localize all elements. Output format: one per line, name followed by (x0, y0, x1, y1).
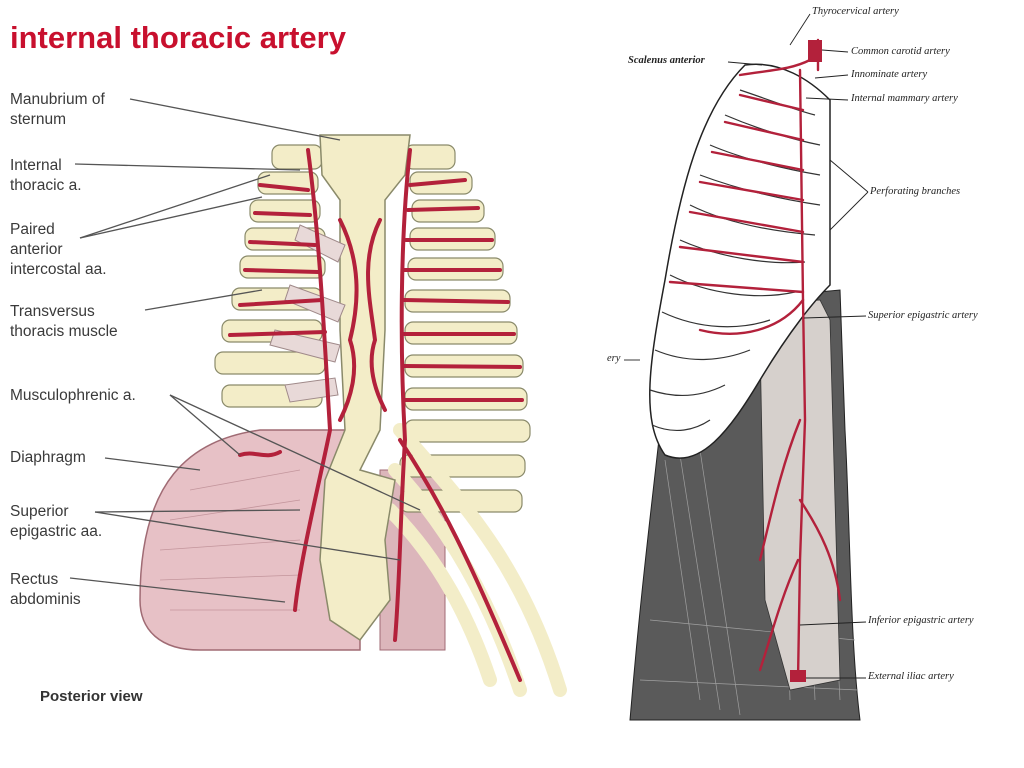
label-innominate-artery: Innominate artery (851, 69, 928, 80)
transversus-thoracis-slips (269, 224, 346, 403)
label-musculophrenic-a: Musculophrenic a. (10, 387, 136, 404)
label-superior-epigastric-aa: Superior epigastric aa. (10, 503, 103, 540)
label-internal-mammary-artery: Internal mammary artery (851, 93, 958, 104)
label-scalenus-anterior: Scalenus anterior (628, 55, 705, 66)
label-rectus-abdominis: Rectus abdominis (10, 571, 81, 608)
label-external-iliac-artery: External iliac artery (868, 671, 954, 682)
left-arteries (228, 148, 524, 682)
label-perforating-branches: Perforating branches (870, 186, 961, 197)
right-leader-lines (624, 13, 869, 679)
right-vessel-stumps (790, 40, 822, 682)
label-inferior-epigastric-artery: Inferior epigastric artery (868, 615, 974, 626)
label-internal-thoracic-a: Internal thoracic a. (10, 157, 82, 194)
label-common-carotid-artery: Common carotid artery (851, 46, 950, 57)
label-thyrocervical-artery: Thyrocervical artery (812, 6, 899, 17)
right-illustration (624, 13, 869, 721)
right-arteries (668, 38, 842, 682)
label-superior-epigastric-artery: Superior epigastric artery (868, 310, 978, 321)
label-diaphragm: Diaphragm (10, 449, 86, 466)
posterior-view-caption: Posterior view (40, 688, 143, 705)
label-paired-anterior-intercostal: Paired anterior intercostal aa. (10, 221, 107, 278)
label-manubrium-of-sternum: Manubrium of sternum (10, 91, 105, 128)
left-illustration (69, 98, 567, 697)
left-leader-lines (69, 98, 421, 603)
slide-title: internal thoracic artery (10, 20, 346, 55)
diaphragm-shape (139, 429, 361, 651)
label-cropped-ery: ery (607, 353, 621, 364)
diaphragm-fibers (159, 469, 301, 611)
sternum-shape (319, 134, 411, 642)
label-transversus-thoracis-muscle: Transversus thoracis muscle (10, 303, 118, 340)
